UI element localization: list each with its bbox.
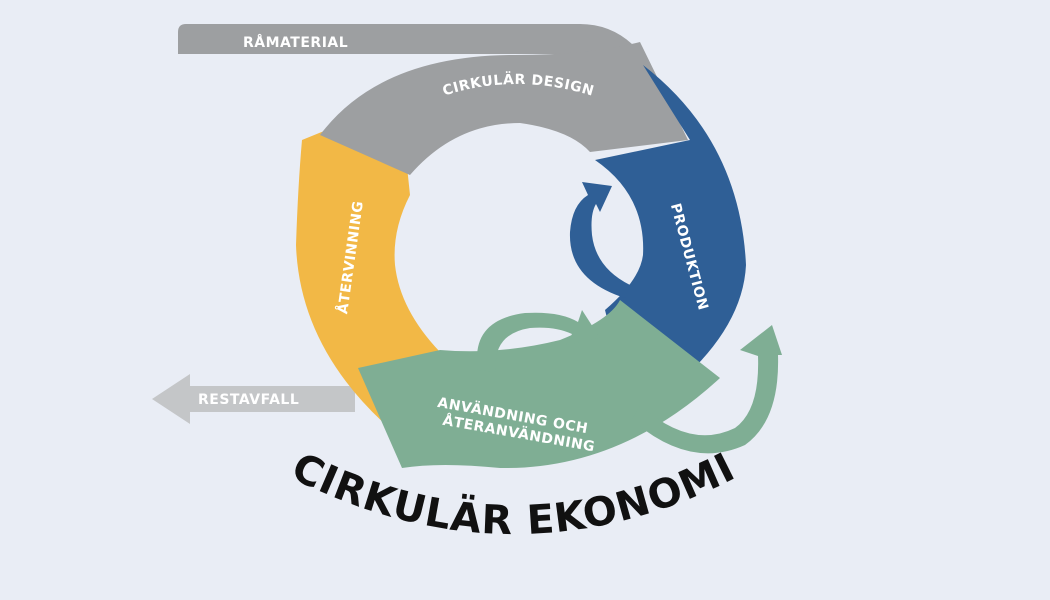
- production-inner-loop-arrow: [569, 182, 630, 298]
- raw-material-arrow: [178, 24, 632, 60]
- design-segment: [320, 42, 688, 175]
- residual-waste-arrow: [152, 374, 355, 424]
- use-outer-loop-arrow: [632, 325, 782, 454]
- raw-material-label: RÅMATERIAL: [243, 34, 348, 51]
- use-inner-loop-arrow: [476, 310, 600, 372]
- use-segment: [358, 300, 720, 469]
- residual-waste-label: RESTAVFALL: [198, 392, 299, 408]
